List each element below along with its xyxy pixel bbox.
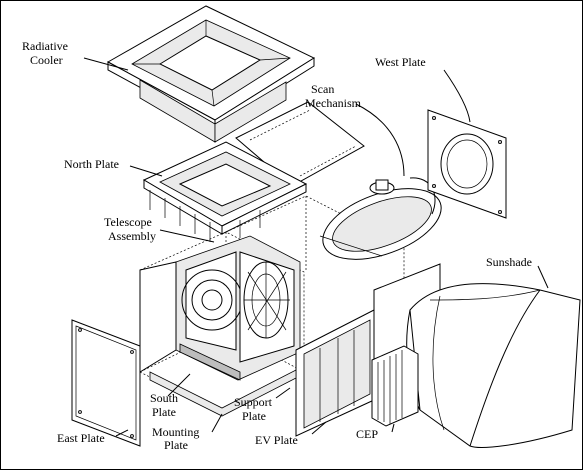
label-south-plate-line2: Plate: [152, 405, 176, 419]
scan-mirror-part: [319, 177, 442, 260]
label-telescope-assembly-line2: Assembly: [108, 229, 156, 243]
south-plate-part: [139, 261, 177, 373]
label-mounting-plate-line2: Plate: [164, 438, 188, 452]
label-scan-mechanism-line2: Mechanism: [305, 96, 362, 110]
label-cep: CEP: [356, 427, 378, 441]
telescope-assembly-part: [175, 235, 301, 381]
west-plate-part: [427, 109, 507, 219]
label-ev-plate: EV Plate: [255, 433, 298, 447]
label-support-plate-line2: Plate: [242, 409, 266, 423]
east-plate-part: [71, 319, 141, 447]
cep-part: [371, 345, 419, 427]
label-radiative-cooler-line1: Radiative: [22, 39, 68, 53]
label-radiative-cooler-line2: Cooler: [30, 53, 63, 67]
label-east-plate: East Plate: [57, 431, 105, 445]
label-south-plate-line1: South: [150, 391, 178, 405]
leader-lines: [83, 57, 549, 437]
label-scan-mechanism-line1: Scan: [311, 82, 334, 96]
sunshade-part: [406, 283, 581, 448]
north-plate-part: [142, 141, 308, 242]
label-west-plate: West Plate: [375, 55, 426, 69]
label-support-plate-line1: Support: [234, 395, 273, 409]
label-north-plate: North Plate: [64, 157, 119, 171]
label-telescope-assembly-line1: Telescope: [104, 215, 152, 229]
label-sunshade: Sunshade: [486, 255, 532, 269]
radiative-cooler-part: [106, 5, 316, 143]
mounting-plate-part: [149, 369, 297, 417]
label-mounting-plate-line1: Mounting: [152, 425, 199, 439]
